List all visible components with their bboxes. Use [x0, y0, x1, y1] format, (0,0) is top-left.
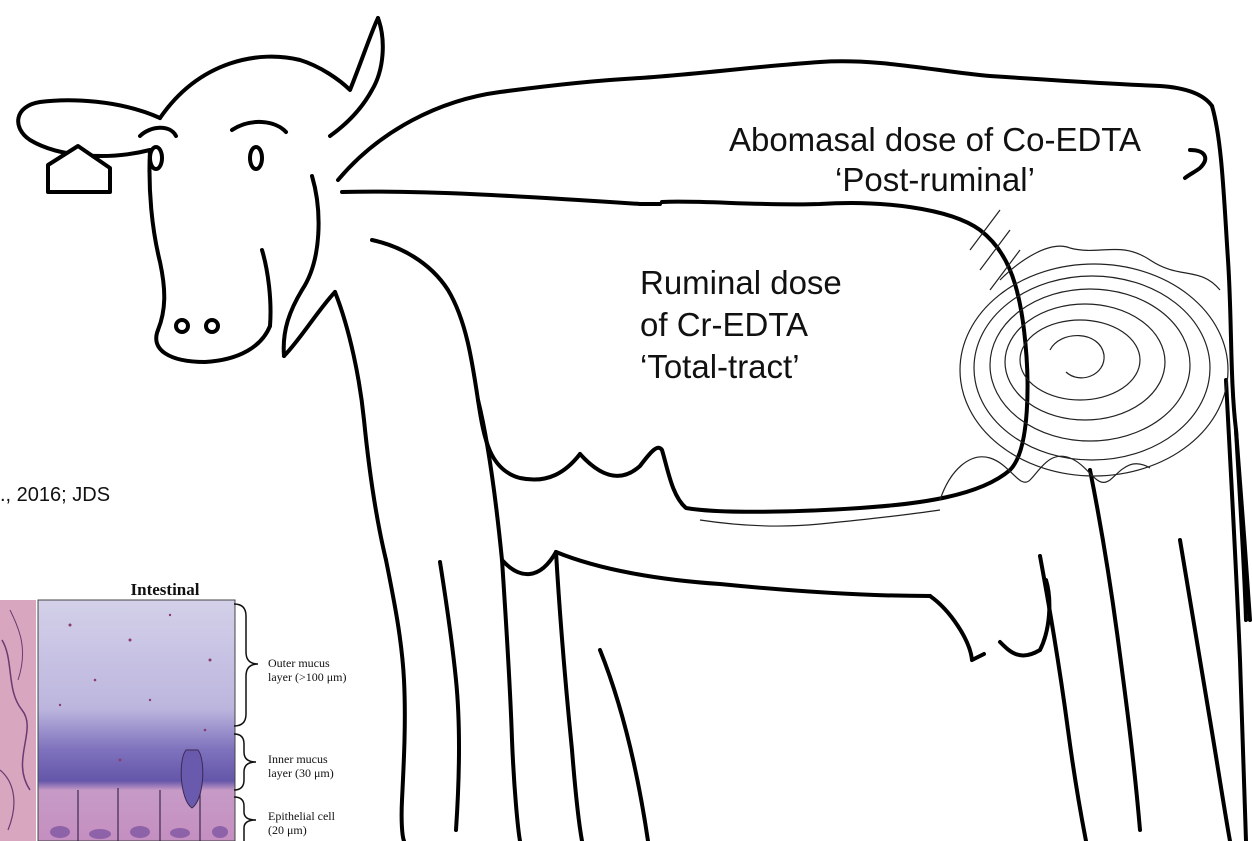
- cow-nostril-right: [206, 320, 218, 332]
- abomasal-dose-label: Abomasal dose of Co-EDTA ‘Post-ruminal’: [690, 120, 1180, 200]
- cow-face-left: [149, 150, 164, 330]
- cow-nostril-left: [176, 320, 188, 332]
- cow-neck: [284, 176, 319, 356]
- cow-left-eye: [150, 147, 162, 169]
- cow-left-ear: [18, 100, 160, 156]
- cow-right-eye: [250, 147, 262, 169]
- cow-head-top: [160, 18, 378, 118]
- citation-text: ., 2016; JDS: [0, 484, 110, 507]
- ruminal-dose-label: Ruminal dose of Cr-EDTA ‘Total-tract’: [640, 262, 842, 388]
